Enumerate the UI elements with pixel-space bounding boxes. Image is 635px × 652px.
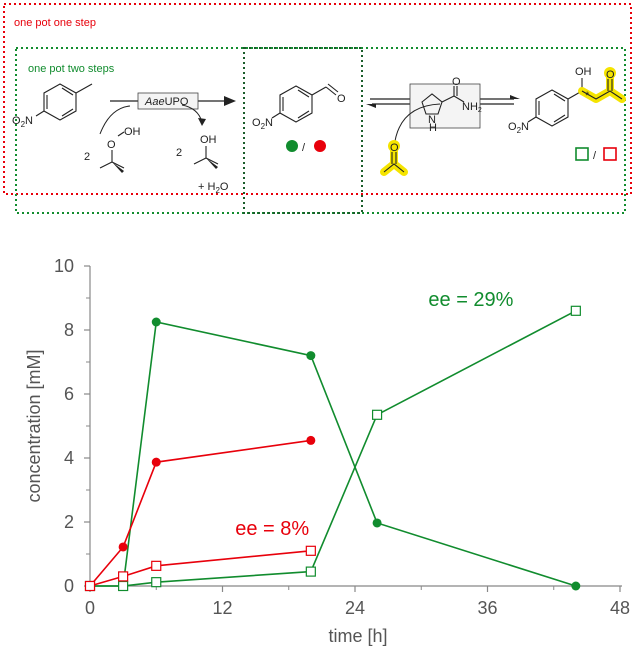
chart-labels-layer: time [h] concentration [mM] ee = 29% ee =… [24, 289, 514, 646]
oxidant-coefficient: 2 [84, 151, 90, 163]
x-tick-label: 48 [610, 598, 630, 618]
y-axis-label: concentration [mM] [24, 349, 44, 502]
series-line [89, 550, 311, 587]
one-pot-two-steps-box [15, 47, 626, 214]
stereocenter-mark: * [585, 90, 590, 102]
data-point-circle [306, 435, 316, 445]
tbhp-o-label: O [107, 139, 116, 151]
data-point-square [118, 580, 129, 592]
product-o-label: O [606, 69, 615, 81]
aldehyde-o-label: O [337, 93, 346, 105]
tbhp-oh-label: OH [124, 126, 141, 138]
data-point-square [305, 545, 316, 556]
aldehyde-slash: / [302, 142, 306, 154]
y-tick-label: 2 [64, 512, 74, 532]
data-point-square [118, 571, 129, 582]
y-tick-label: 8 [64, 320, 74, 340]
tbhp-structure [99, 131, 125, 169]
y-tick-label: 10 [54, 256, 74, 276]
product-red-marker [603, 147, 617, 161]
series-line [90, 321, 577, 587]
amide-o-label: O [452, 76, 461, 88]
enzyme-label: AaeUPO [144, 96, 189, 108]
y-tick-label: 4 [64, 448, 74, 468]
tbuoh-structure [193, 146, 219, 165]
one-pot-one-step-box [3, 3, 632, 195]
data-point-square [151, 560, 162, 571]
x-tick-label: 0 [85, 598, 95, 618]
aldehyde-green-marker [286, 140, 298, 152]
tbuoh-wedge [206, 158, 218, 169]
alcohol-arrow-head [198, 118, 206, 126]
data-point-circle [118, 542, 128, 552]
product-oh-label: OH [575, 66, 592, 78]
equilibrium-backward-head [366, 104, 376, 108]
nitro-group-label-2: O2N [252, 117, 273, 131]
nitro-group-label-3: O2N [508, 121, 529, 135]
aldol-ketone-highlight [578, 67, 626, 103]
y-tick-label: 6 [64, 384, 74, 404]
ee-annotation: ee = 8% [235, 518, 309, 540]
x-tick-label: 24 [345, 598, 365, 618]
series-line [90, 310, 577, 587]
nitro-group-label-1: O2N [12, 115, 33, 129]
data-point-square [84, 580, 96, 592]
acetone-o-label: O [390, 142, 399, 154]
x-axis-label: time [h] [328, 626, 387, 646]
data-point-square [151, 577, 162, 588]
water-label: + H2O [198, 181, 229, 195]
one-pot-two-steps-label: one pot two steps [28, 63, 115, 75]
data-point-circle [306, 351, 316, 361]
amine-h-label: H [429, 122, 437, 134]
x-tick-label: 36 [477, 598, 497, 618]
alcohol-coefficient: 2 [176, 147, 182, 159]
tbhp-wedge [112, 162, 124, 173]
series-0 [85, 317, 581, 591]
data-point-circle [151, 317, 161, 327]
oxidant-curved-arrow [99, 105, 131, 135]
data-point-square [371, 409, 383, 420]
catalyst-box [409, 83, 481, 129]
series-1 [84, 305, 581, 592]
nitrobenzaldehyde-structure [271, 83, 339, 123]
product-slash: / [593, 150, 597, 162]
aldehyde-box [243, 47, 363, 214]
data-point-circle [372, 518, 382, 528]
data-point-square [570, 305, 581, 316]
prolinamide-structure [421, 86, 465, 115]
data-point-circle [151, 457, 161, 467]
x-tick-label: 12 [212, 598, 232, 618]
aldehyde-red-marker [314, 140, 326, 152]
series-3 [84, 545, 316, 592]
data-point-circle [571, 581, 581, 591]
amide-nh2-label: NH2 [462, 101, 482, 114]
amine-n-label: N [428, 114, 436, 126]
data-point-square [305, 566, 316, 577]
y-tick-label: 0 [64, 576, 74, 596]
nitrotoluene-structure [35, 83, 93, 121]
chart-series-layer [84, 305, 581, 592]
one-pot-one-step-label: one pot one step [14, 17, 96, 29]
series-line [89, 439, 311, 587]
equilibrium-forward-head [510, 95, 520, 99]
enzyme-arrow-head [224, 96, 236, 106]
series-2 [85, 435, 316, 591]
tbuoh-oh-label: OH [200, 134, 217, 146]
ee-annotation: ee = 29% [428, 289, 513, 311]
aldol-product-structure [527, 78, 583, 127]
product-green-marker [575, 147, 589, 161]
acetone-structure [380, 140, 408, 176]
reaction-scheme: one pot one step one pot two steps O2N A… [3, 3, 632, 214]
